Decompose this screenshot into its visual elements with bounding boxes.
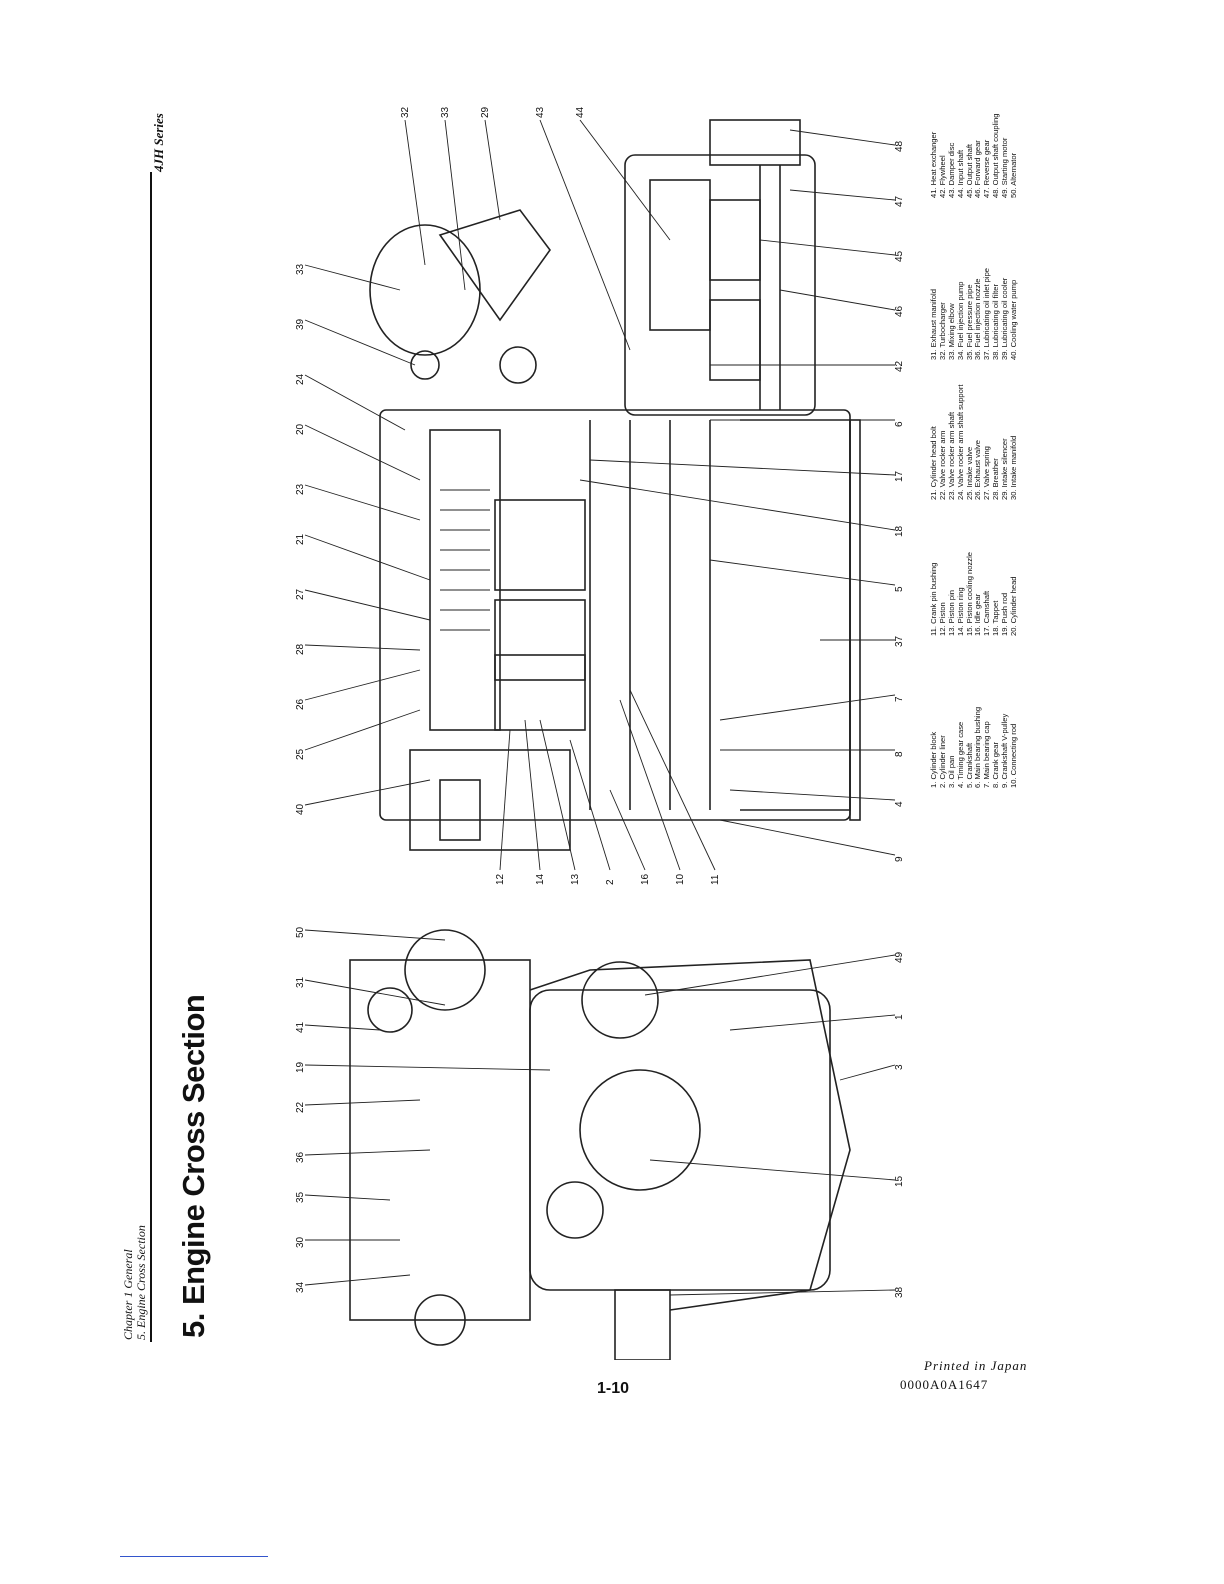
callout: 35	[295, 1191, 306, 1203]
callout: 47	[894, 195, 905, 207]
legend-item: 40. Cooling water pump	[1009, 279, 1019, 360]
callout: 42	[894, 360, 905, 372]
document-code: 0000A0A1647	[900, 1377, 989, 1392]
bottom-rule	[120, 1556, 268, 1557]
callout: 23	[295, 483, 306, 495]
callout: 29	[480, 106, 491, 118]
callout: 9	[894, 856, 905, 862]
legend-column-5: 41. Heat exchanger 42. Flywheel 43. Damp…	[929, 114, 1019, 198]
callout: 34	[295, 1281, 306, 1293]
page-number: 1-10	[597, 1380, 630, 1397]
callout: 36	[295, 1151, 306, 1163]
legend-item: 50. Alternator	[1009, 152, 1019, 198]
callout: 41	[295, 1021, 306, 1033]
callout: 28	[295, 643, 306, 655]
legend-item: 30. Intake manifold	[1009, 435, 1019, 500]
callout: 48	[894, 140, 905, 152]
section-label: 5. Engine Cross Section	[134, 1225, 148, 1340]
page-title: 5. Engine Cross Section	[176, 994, 211, 1338]
leader-lines	[304, 119, 896, 1296]
callout: 1	[894, 1014, 905, 1020]
legend-column-4: 31. Exhaust manifold 32. Turbocharger 33…	[929, 268, 1019, 360]
callout: 33	[295, 263, 306, 275]
legend-item: 20. Cylinder head	[1009, 576, 1019, 636]
printed-in-japan: Printed in Japan	[924, 1358, 1028, 1373]
callout: 40	[295, 803, 306, 815]
callout: 19	[295, 1061, 306, 1073]
header-rule	[150, 172, 152, 1342]
callout: 12	[495, 873, 506, 885]
callout: 7	[894, 696, 905, 702]
callout: 33	[440, 106, 451, 118]
callout: 22	[295, 1101, 306, 1113]
legend-column-1: 1. Cylinder block 2. Cylinder liner 3. O…	[929, 707, 1019, 788]
callout: 27	[295, 588, 306, 600]
callout: 46	[894, 305, 905, 317]
callout: 45	[894, 250, 905, 262]
callout: 6	[894, 421, 905, 427]
callout: 2	[605, 879, 616, 885]
callout: 44	[575, 106, 586, 118]
callout: 18	[894, 525, 905, 537]
legend-column-3: 21. Cylinder head bolt 22. Valve rocker …	[929, 384, 1019, 500]
legend-column-2: 11. Crank pin bushing 12. Piston 13. Pis…	[929, 552, 1019, 636]
callout: 43	[535, 106, 546, 118]
callout: 5	[894, 586, 905, 592]
callout: 30	[295, 1236, 306, 1248]
upper-drawing	[349, 119, 861, 1360]
callout: 15	[894, 1175, 905, 1187]
callout: 49	[894, 951, 905, 963]
callout: 3	[894, 1064, 905, 1070]
callout: 31	[295, 976, 306, 988]
engine-cross-section-drawing: 32 33 29 43 44 33 39 24 20 23 21 27 28 2…	[295, 106, 905, 1360]
callout: 16	[640, 873, 651, 885]
callout: 24	[295, 373, 306, 385]
callout: 20	[295, 423, 306, 435]
callout: 38	[894, 1286, 905, 1298]
callout: 8	[894, 751, 905, 757]
callout: 4	[894, 801, 905, 807]
callout-numbers: 32 33 29 43 44 33 39 24 20 23 21 27 28 2…	[295, 106, 905, 1298]
callout: 37	[894, 635, 905, 647]
callout: 14	[535, 873, 546, 885]
callout: 11	[710, 874, 721, 885]
callout: 50	[295, 926, 306, 938]
callout: 26	[295, 698, 306, 710]
callout: 17	[894, 470, 905, 482]
callout: 13	[570, 873, 581, 885]
legend-item: 10. Connecting rod	[1009, 723, 1019, 788]
callout: 10	[675, 873, 686, 885]
callout: 39	[295, 318, 306, 330]
callout: 32	[400, 106, 411, 118]
callout: 25	[295, 748, 306, 760]
callout: 21	[295, 533, 306, 545]
series-label: 4JH Series	[151, 113, 166, 172]
